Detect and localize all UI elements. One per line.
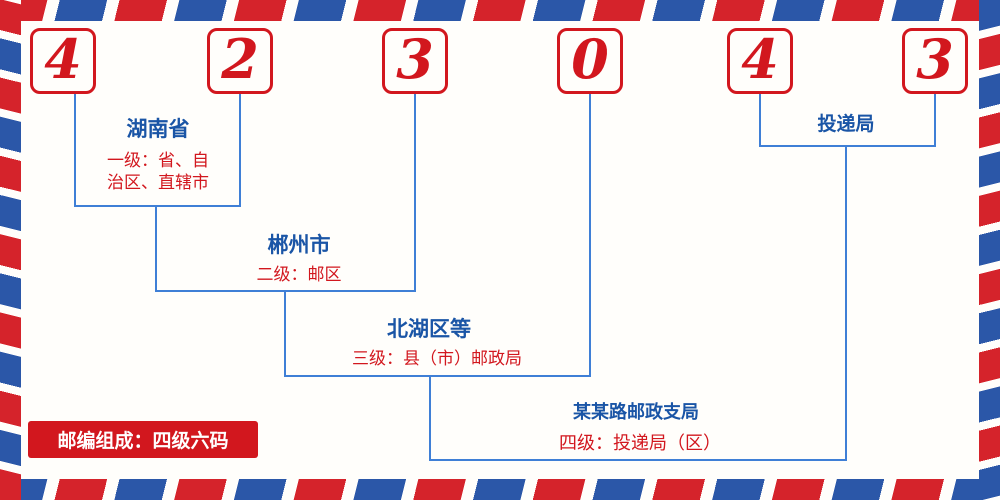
footer-badge: 邮编组成：四级六码 [28,421,258,458]
airmail-border-bottom [0,479,1000,500]
airmail-border-right [979,0,1000,500]
digit-box-5: 4 [727,28,793,94]
digit-1: 4 [44,27,82,91]
footer-text: 邮编组成：四级六码 [57,430,229,452]
level4-desc: 四级：投递局（区） [559,433,721,454]
connector-line [429,459,847,461]
level4-branch: 某某路邮政支局 [573,402,699,423]
connector-line [239,94,241,205]
connector-line [284,290,286,375]
level1-desc-line2: 治区、直辖市 [107,173,209,193]
level2-name: 郴州市 [267,233,331,257]
connector-line [934,94,936,145]
connector-line [155,205,157,290]
digit-4: 0 [571,27,609,91]
level2-desc: 二级：邮区 [256,265,342,285]
digit-box-2: 2 [207,28,273,94]
connector-line [429,375,431,461]
connector-line [74,205,241,207]
connector-line [589,94,591,375]
connector-line [759,94,761,145]
digit-box-3: 3 [382,28,448,94]
connector-line [845,145,847,461]
airmail-border-left [0,0,21,500]
level1-desc-line1: 一级：省、自 [107,151,209,171]
digit-3: 3 [396,27,434,91]
digit-box-4: 0 [557,28,623,94]
digit-box-1: 4 [30,28,96,94]
digit-box-6: 3 [902,28,968,94]
level4-name: 投递局 [817,113,875,135]
level3-name: 北湖区等 [387,317,471,341]
level1-name: 湖南省 [126,117,190,141]
connector-line [284,375,591,377]
connector-line [414,94,416,290]
level3-desc: 三级：县（市）邮政局 [352,349,522,369]
connector-line [74,94,76,205]
digit-2: 2 [221,27,259,91]
connector-line [759,145,936,147]
digit-6: 3 [916,27,954,91]
digit-5: 4 [741,27,779,91]
airmail-border-top [0,0,1000,21]
